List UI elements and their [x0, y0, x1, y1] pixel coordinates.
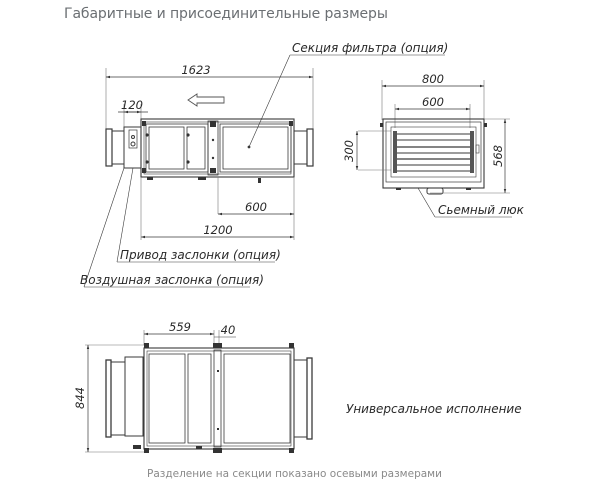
top-view [83, 54, 445, 288]
page-title: Габаритные и присоединительные размеры [64, 6, 388, 22]
dim-inner-height: 300 [342, 140, 356, 162]
airflow-arrow-icon [187, 93, 225, 107]
caption: Разделение на секции показано осевыми ра… [147, 468, 442, 480]
dim-gap: 40 [221, 323, 236, 337]
side-view [355, 80, 512, 218]
label-removable-hatch: Сьемный люк [438, 203, 525, 217]
dim-outer-width: 800 [422, 72, 444, 86]
bottom-view [85, 330, 313, 453]
label-filter-section: Секция фильтра (опция) [292, 41, 448, 55]
label-air-damper: Воздушная заслонка (опция) [80, 273, 264, 287]
dim-damper-length: 120 [121, 98, 143, 112]
dim-height: 844 [73, 387, 87, 409]
dim-filter-section-length: 600 [245, 200, 267, 214]
dim-outer-height: 568 [491, 145, 505, 167]
dim-section-length: 559 [169, 320, 191, 334]
label-damper-actuator: Привод заслонки (опция) [120, 248, 281, 262]
label-universal-version: Универсальное исполнение [346, 402, 522, 416]
dim-overall-length: 1623 [181, 63, 210, 77]
dim-inner-width: 600 [422, 95, 444, 109]
dim-body-length: 1200 [203, 223, 232, 237]
